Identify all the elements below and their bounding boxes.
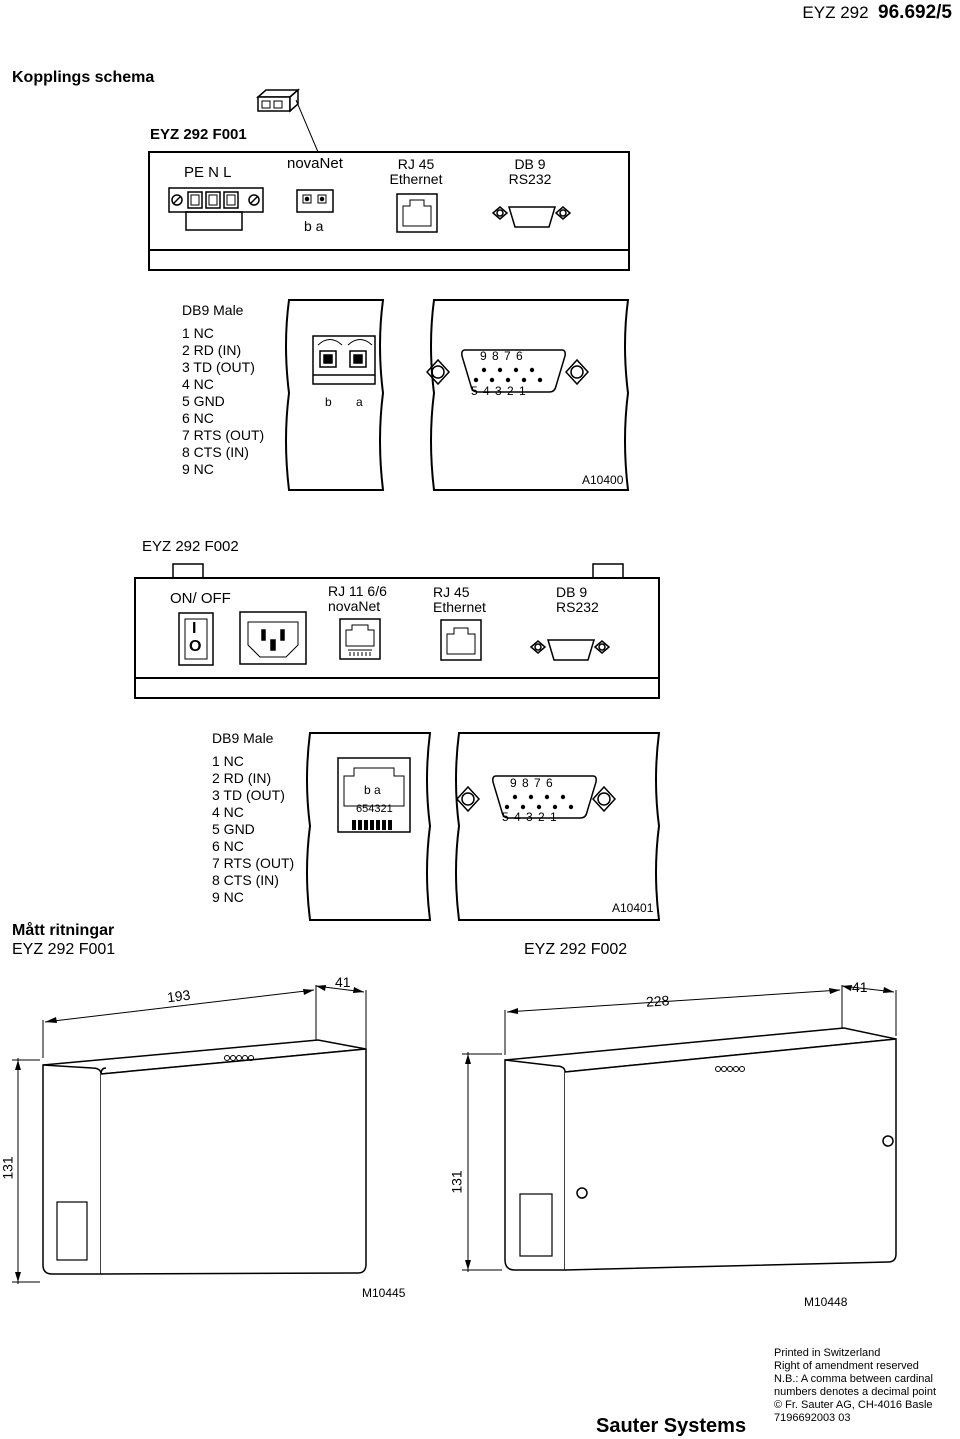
- pin-row: 4 NC: [212, 804, 244, 820]
- rj11-label-line1: RJ 11 6/6: [328, 583, 387, 599]
- dim-right-model: EYZ 292 F002: [524, 941, 628, 958]
- db9-socket-small: [491, 206, 572, 228]
- db9-label: DB 9 RS232: [505, 157, 555, 187]
- db9-socket-f002: [529, 639, 611, 661]
- db9-bottom-pin-numbers: 5 4 3 2 1: [471, 384, 527, 398]
- dim-right-width: 228: [645, 992, 670, 1010]
- detail-pin-b: b: [325, 395, 332, 409]
- dim-left-width: 193: [166, 986, 192, 1006]
- footer-notes: Printed in Switzerland Right of amendmen…: [774, 1347, 936, 1425]
- pin-row: 2 RD (IN): [212, 770, 272, 786]
- onoff-label: ON/ OFF: [170, 590, 231, 607]
- plug-connector-icon: [256, 88, 319, 153]
- f002-rj11-detail: [306, 732, 432, 921]
- pin-row: 5 GND: [182, 393, 225, 409]
- dim-right-depth: 41: [852, 979, 868, 995]
- pin-row: 6 NC: [182, 410, 214, 426]
- rj45-label-line2: Ethernet: [389, 171, 443, 187]
- db9-f002-bottom-pin-numbers: 5 4 3 2 1: [502, 810, 558, 824]
- power-terminal-label: PE N L: [184, 164, 232, 181]
- rj11-label-line2: novaNet: [328, 598, 381, 614]
- pin-row: 8 CTS (IN): [182, 444, 249, 460]
- db9-f002-top-pin-numbers: 9 8 7 6: [510, 776, 554, 790]
- rj45-socket-small: [396, 193, 438, 233]
- db9-f002-label-line1: DB 9: [556, 584, 588, 600]
- rj11-pins-label: b a: [364, 783, 381, 797]
- f002-db9-detail: [455, 732, 661, 921]
- switch-on-symbol: I: [192, 620, 197, 637]
- pin-row: 4 NC: [182, 376, 214, 392]
- page-code: 96.692/5: [878, 2, 952, 23]
- db9-male-title: DB9 Male: [212, 730, 274, 746]
- pin-row: 7 RTS (OUT): [212, 855, 295, 871]
- pin-row: 6 NC: [212, 838, 244, 854]
- f001-novanet-detail: [285, 299, 385, 491]
- document-header: EYZ 292 96.692/5: [802, 2, 952, 24]
- f001-db9-detail: [425, 299, 630, 491]
- pin-row: 9 NC: [182, 461, 214, 477]
- pin-row: 1 NC: [182, 325, 214, 341]
- footer-note: Printed in Switzerland: [774, 1347, 881, 1359]
- detail-pin-a: a: [356, 395, 363, 409]
- novanet-label: novaNet: [287, 155, 343, 172]
- switch-off-symbol: O: [189, 638, 202, 655]
- pin-row: 2 RD (IN): [182, 342, 242, 358]
- db9-label-line1: DB 9: [514, 156, 546, 172]
- db9-f002-label: DB 9 RS232: [556, 585, 599, 615]
- rj45-f002-label-line1: RJ 45: [433, 584, 470, 600]
- db9-male-title: DB9 Male: [182, 302, 244, 318]
- rj11-socket-small: [339, 618, 381, 660]
- pin-row: 5 GND: [212, 821, 255, 837]
- dim-left-depth: 41: [335, 974, 351, 990]
- f002-title: EYZ 292 F002: [142, 538, 239, 555]
- dim-left-model: EYZ 292 F001: [12, 941, 116, 958]
- db9-label-line2: RS232: [508, 171, 552, 187]
- footer-note: numbers denotes a decimal point: [774, 1386, 937, 1398]
- db9-top-pin-numbers: 9 8 7 6: [480, 349, 524, 363]
- dim-left-height: 131: [0, 1156, 16, 1180]
- pin-row: 8 CTS (IN): [212, 872, 279, 888]
- pin-row: 1 NC: [212, 753, 244, 769]
- rj11-pin-numbers: 654321: [356, 803, 393, 815]
- rj45-label-line1: RJ 45: [397, 156, 435, 172]
- drawing-code-a10400: A10400: [582, 473, 624, 487]
- novanet-socket-small: [296, 189, 334, 213]
- drawing-code-m10445: M10445: [362, 1286, 406, 1300]
- pin-row: 9 NC: [212, 889, 244, 905]
- pin-row: 3 TD (OUT): [182, 359, 255, 375]
- rj45-f002-label-line2: Ethernet: [433, 599, 486, 615]
- pin-row: 3 TD (OUT): [212, 787, 285, 803]
- f002-housing-drawing: [462, 985, 897, 1272]
- novanet-pins-label: b a: [304, 218, 324, 234]
- power-inlet-icon: [239, 611, 307, 665]
- dimensions-section-title: Mått ritningar: [12, 922, 115, 939]
- power-terminal-block: [168, 187, 264, 231]
- onoff-switch-icon: [178, 612, 214, 666]
- f001-housing-drawing: [12, 985, 367, 1284]
- footer-note: 7196692003 03: [774, 1412, 851, 1424]
- rj45-socket-f002: [440, 619, 482, 661]
- footer-note: © Fr. Sauter AG, CH-4016 Basle: [774, 1399, 933, 1411]
- f001-title: EYZ 292 F001: [150, 126, 247, 143]
- db9-male-pinout-2: DB9 Male 1 NC 2 RD (IN) 3 TD (OUT) 4 NC …: [212, 730, 294, 906]
- brand-name: Sauter Systems: [596, 1415, 747, 1437]
- footer-note: N.B.: A comma between cardinal: [774, 1373, 933, 1385]
- db9-f002-label-line2: RS232: [556, 599, 599, 615]
- dim-right-height: 131: [448, 1170, 465, 1194]
- db9-male-pinout-1: DB9 Male 1 NC 2 RD (IN) 3 TD (OUT) 4 NC …: [182, 302, 264, 478]
- drawing-code-m10448: M10448: [804, 1295, 848, 1309]
- drawing-code-a10401: A10401: [612, 901, 654, 915]
- rj11-label: RJ 11 6/6 novaNet: [328, 584, 387, 614]
- footer-note: Right of amendment reserved: [774, 1360, 919, 1372]
- rj45-f002-label: RJ 45 Ethernet: [433, 585, 486, 615]
- rj45-label: RJ 45 Ethernet: [386, 157, 446, 187]
- doc-code: EYZ 292: [802, 3, 869, 22]
- pin-row: 7 RTS (OUT): [182, 427, 265, 443]
- wiring-section-title: Kopplings schema: [12, 69, 155, 86]
